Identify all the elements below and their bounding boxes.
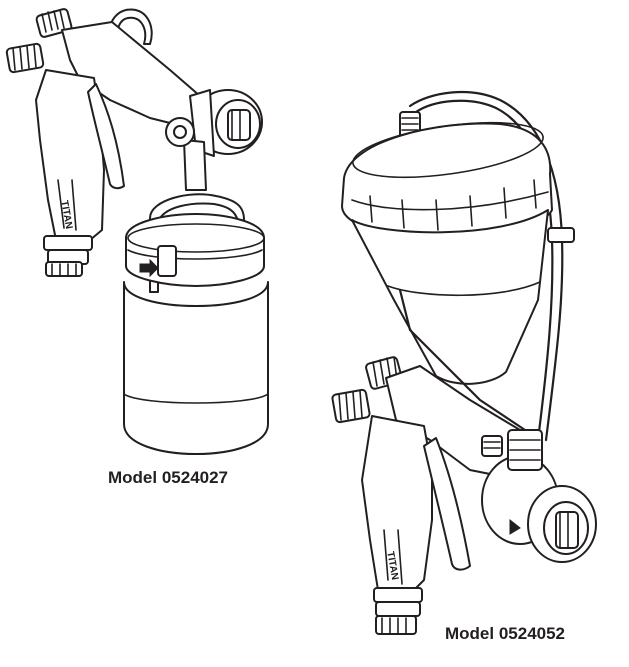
- air-inlet-fitting: [43, 235, 93, 277]
- model-caption-suction: Model 0524027: [108, 468, 229, 487]
- svg-text:TITAN: TITAN: [58, 200, 74, 230]
- fan-adjuster: [481, 435, 503, 457]
- tube-clip: [547, 227, 575, 243]
- gravity-trigger: [423, 437, 471, 571]
- lid-lever: [157, 245, 177, 277]
- adjustment-knob-lower: [5, 42, 45, 74]
- svg-text:TITAN: TITAN: [384, 551, 400, 581]
- gravity-cup-body: [351, 209, 549, 385]
- cup-vent-tube: [408, 90, 564, 442]
- gravity-adjustment-knob-lower: [331, 388, 371, 424]
- fluid-connector: [183, 139, 207, 191]
- spray-gun-gravity-cup-illustration: TITAN: [331, 90, 597, 635]
- hanger-hook: [107, 8, 153, 59]
- trigger: [87, 83, 125, 190]
- gravity-nozzle-assembly: [481, 455, 597, 563]
- nozzle-assembly: [189, 89, 263, 157]
- paint-cup: [123, 281, 269, 455]
- spray-gun-suction-cup-illustration: TITAN: [5, 8, 269, 455]
- gravity-air-inlet-fitting: [373, 587, 423, 635]
- model-caption-gravity: Model 0524052: [445, 624, 566, 643]
- lock-arrow: [139, 258, 159, 278]
